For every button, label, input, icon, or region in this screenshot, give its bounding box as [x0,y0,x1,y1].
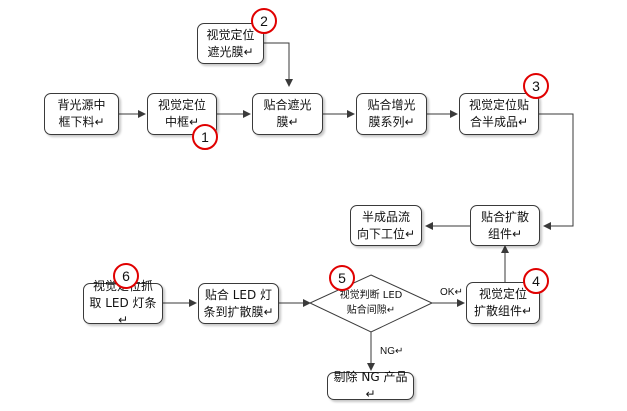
node-label: 视觉定位 扩散组件↵ [473,287,533,318]
node-backlight-frame: 背光源中 框下料↵ [44,93,119,135]
node-label: 视觉定位 遮光膜↵ [206,27,255,59]
step-badge-5: 5 [329,265,355,291]
step-badge-3: 3 [523,73,549,99]
node-label: 贴合 LED 灯 条到扩散膜↵ [203,287,274,319]
step-badge-6: 6 [113,263,139,289]
step-badge-2: 2 [251,8,277,34]
arrow-semi-to-diffuser [539,113,574,230]
step-badge-4: 4 [523,268,549,294]
node-label: 贴合遮光 膜↵ [263,98,312,129]
node-label: 剔除 NG 产品↵ [333,370,408,401]
node-label: 贴合扩散 组件↵ [480,209,529,241]
node-label: 贴合增光 膜系列↵ [367,98,416,129]
node-attach-brightness: 贴合增光 膜系列↵ [356,93,427,135]
ng-label: NG↵ [380,346,404,357]
node-semi-flow: 半成品流 向下工位↵ [350,205,422,246]
decision-label: 视觉判断 LED 贴合间隙↵ [339,290,403,316]
step-badge-1: 1 [192,124,218,150]
node-vision-shading: 视觉定位 遮光膜↵ [197,23,264,64]
node-attach-led: 贴合 LED 灯 条到扩散膜↵ [198,283,279,324]
node-vision-led: 视觉定位抓 取 LED 灯条↵ [83,279,163,327]
arrow-shading-down [264,42,293,87]
node-reject: 剔除 NG 产品↵ [327,370,414,401]
node-attach-diffuser: 贴合扩散 组件↵ [470,205,540,246]
node-label: 视觉定位 中框↵ [157,98,206,129]
node-label: 背光源中 框下料↵ [57,98,106,129]
node-attach-shading: 贴合遮光 膜↵ [252,93,323,135]
node-vision-diffuser: 视觉定位 扩散组件↵ [466,282,540,324]
node-label: 半成品流 向下工位↵ [356,209,416,241]
ok-label: OK↵ [440,287,463,298]
node-label: 视觉定位贴 合半成品↵ [468,98,529,129]
node-vision-semi: 视觉定位贴 合半成品↵ [459,93,539,135]
